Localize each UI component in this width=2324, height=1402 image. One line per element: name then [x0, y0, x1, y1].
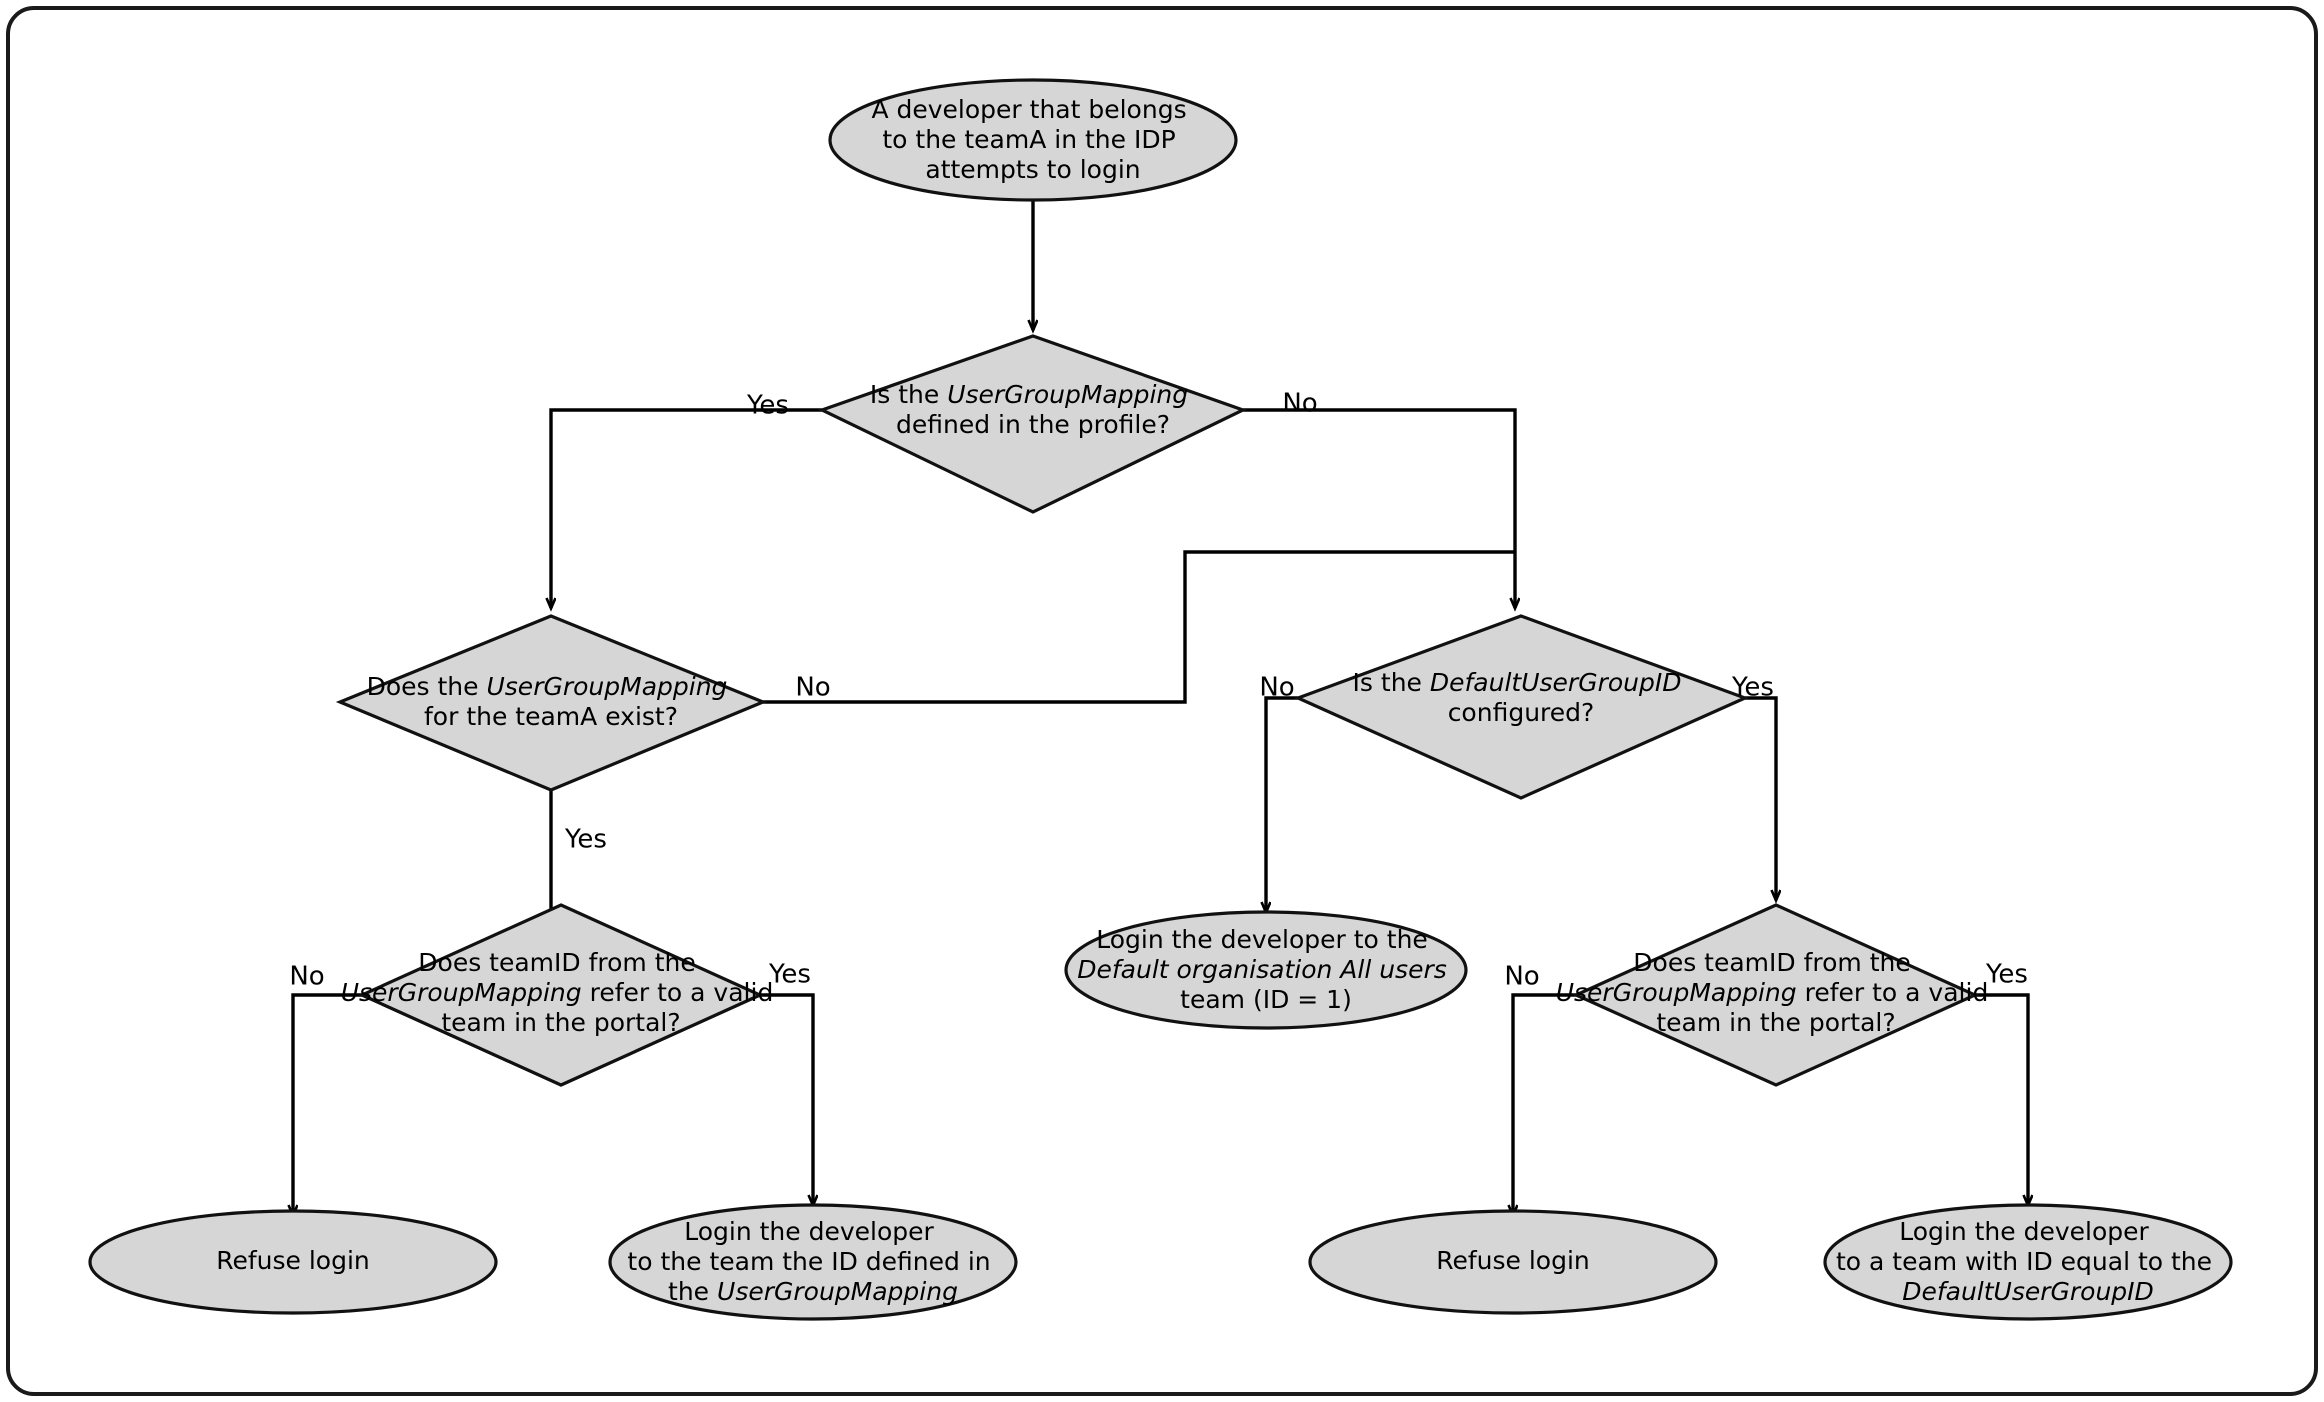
decision-mapping-teamA-label: Does the UserGroupMapping for the teamA … — [367, 672, 736, 731]
start-label: A developer that belongs to the teamA in… — [871, 95, 1194, 184]
decision-mapping-teamA-diamond — [335, 614, 768, 792]
edge-default-groupid-yes — [1745, 696, 1776, 900]
decision-teamid-valid-right-label: Does teamID from the UserGroupMapping re… — [1556, 948, 1997, 1037]
edge-default-groupid-no — [1266, 696, 1298, 912]
node-start: A developer that belongs to the teamA in… — [828, 78, 1238, 202]
end-login-mapping-team-ellipse — [608, 1203, 1018, 1321]
node-decision-mapping-teamA: Does the UserGroupMapping for the teamA … — [335, 614, 768, 792]
node-decision-default-groupid: Is the DefaultUserGroupID configured? — [1293, 614, 1750, 800]
decision-teamid-valid-right-diamond — [1572, 903, 1979, 1087]
end-login-mapping-team-label: Login the developer to the team the ID d… — [627, 1217, 998, 1306]
edge-mapping-defined-yes — [551, 408, 822, 608]
edge-label-teamid-right-no: No — [1504, 962, 1539, 992]
edges-layer — [293, 196, 2028, 1215]
end-refuse-left-ellipse — [88, 1209, 498, 1315]
edge-label-mapping-defined-no: No — [1282, 389, 1317, 419]
edge-teamid-right-yes — [1975, 993, 2028, 1205]
node-decision-teamid-valid-right: Does teamID from the UserGroupMapping re… — [1556, 903, 1997, 1087]
node-decision-teamid-valid-left: Does teamID from the UserGroupMapping re… — [341, 903, 782, 1087]
end-refuse-left-label: Refuse login — [216, 1246, 370, 1275]
edge-label-teamid-left-yes: Yes — [768, 960, 811, 990]
edge-teamid-left-yes — [760, 993, 813, 1205]
node-end-login-mapping-team: Login the developer to the team the ID d… — [608, 1203, 1018, 1321]
decision-teamid-valid-left-diamond-body — [358, 903, 764, 1087]
end-default-org-label: Login the developer to the Default organ… — [1077, 925, 1454, 1014]
node-end-refuse-left: Refuse login — [88, 1209, 498, 1315]
end-refuse-right-ellipse — [1308, 1209, 1718, 1315]
edge-teamid-left-no — [293, 993, 362, 1215]
end-login-default-groupid-ellipse — [1823, 1203, 2233, 1321]
decision-default-groupid-label: Is the DefaultUserGroupID configured? — [1353, 668, 1690, 727]
edge-mapping-defined-no — [1243, 408, 1515, 608]
decision-default-groupid-diamond — [1293, 614, 1750, 800]
node-decision-mapping-defined: Is the UserGroupMapping defined in the p… — [817, 334, 1248, 514]
edge-label-mapping-defined-yes: Yes — [746, 391, 789, 421]
edge-label-mapping-teamA-yes: Yes — [564, 825, 607, 855]
end-refuse-right-label: Refuse login — [1436, 1246, 1590, 1275]
edge-labels-layer: Yes No No Yes No Yes No Yes No Yes — [289, 389, 2028, 992]
edge-label-teamid-right-yes: Yes — [1985, 960, 2028, 990]
node-end-refuse-right: Refuse login — [1308, 1209, 1718, 1315]
decision-mapping-defined-label: Is the UserGroupMapping defined in the p… — [870, 380, 1196, 439]
edge-mapping-teamA-no — [763, 550, 1515, 704]
end-default-org-ellipse — [1064, 910, 1468, 1030]
node-end-login-default-groupid: Login the developer to a team with ID eq… — [1823, 1203, 2233, 1321]
node-end-default-org: Login the developer to the Default organ… — [1064, 910, 1468, 1030]
edge-teamid-right-no — [1513, 993, 1576, 1215]
start-ellipse — [828, 78, 1238, 202]
edge-label-mapping-teamA-no: No — [795, 673, 830, 703]
end-login-default-groupid-label: Login the developer to a team with ID eq… — [1836, 1217, 2220, 1306]
edge-label-default-groupid-yes: Yes — [1731, 673, 1774, 703]
edge-label-default-groupid-no: No — [1259, 673, 1294, 703]
decision-teamid-valid-left-label: Does teamID from the UserGroupMapping re… — [341, 948, 782, 1037]
edge-label-teamid-left-no: No — [289, 962, 324, 992]
decision-mapping-defined-diamond — [817, 334, 1248, 514]
